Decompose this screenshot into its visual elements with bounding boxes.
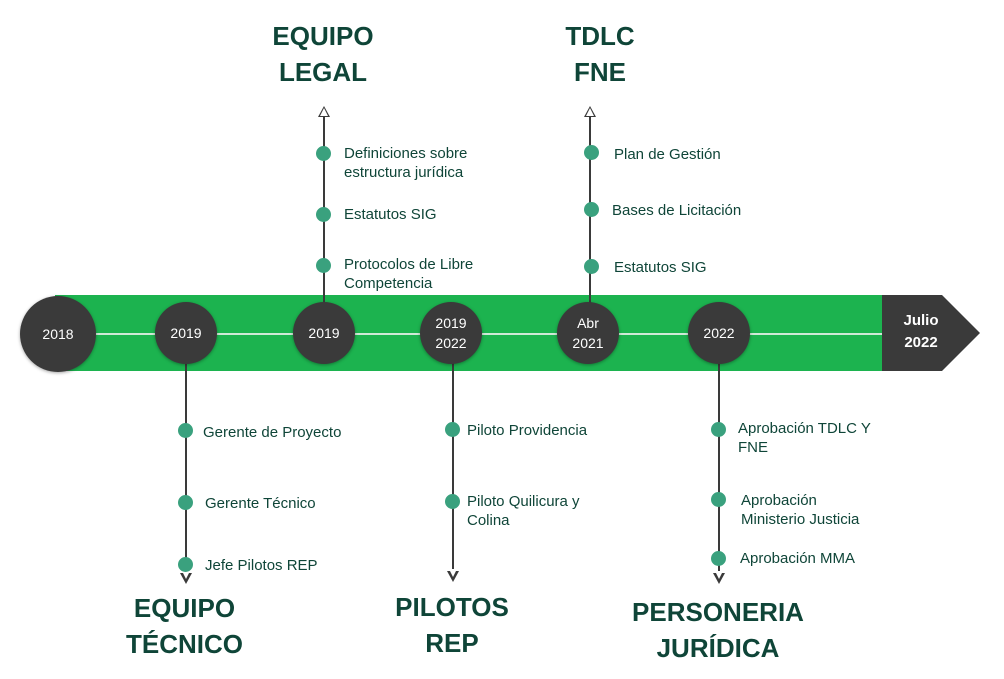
item-line: Protocolos de Libre [344, 256, 474, 273]
branch-item: Piloto Quilicura y Colina [467, 492, 580, 530]
heading-pilotos-rep: PILOTOS REP [382, 589, 522, 661]
item-line: Aprobación TDLC Y [738, 420, 871, 437]
heading-line: PERSONERIA [632, 597, 804, 627]
bullet-dot [711, 551, 726, 566]
heading-personeria-juridica: PERSONERIA JURÍDICA [618, 594, 818, 666]
item-line: Definiciones sobre [344, 145, 468, 162]
heading-tdlc-fne: TDLC FNE [550, 18, 650, 90]
branch-line-equipo-tecnico [185, 360, 187, 574]
arrow-down-icon [447, 569, 459, 582]
heading-line: TDLC [565, 21, 635, 51]
item-line: estructura jurídica [344, 164, 464, 181]
heading-equipo-legal: EQUIPO LEGAL [261, 18, 385, 90]
year-label: 2022 [703, 325, 735, 341]
arrow-down-icon [713, 571, 725, 584]
heading-line: EQUIPO [133, 593, 236, 623]
bullet-dot [711, 422, 726, 437]
end-label-line: Julio [903, 312, 939, 329]
year-node: 2019 2022 [420, 302, 482, 364]
item-line: Ministerio Justicia [741, 511, 860, 528]
item-line: FNE [738, 439, 768, 456]
bullet-dot [584, 202, 599, 217]
end-label-line: 2022 [904, 334, 938, 351]
bullet-dot [584, 145, 599, 160]
item-line: Jefe Pilotos REP [205, 557, 318, 574]
branch-item: Jefe Pilotos REP [205, 556, 318, 575]
bullet-dot [178, 557, 193, 572]
year-label: 2021 [572, 335, 604, 351]
bullet-dot [316, 146, 331, 161]
year-label: 2019 [308, 325, 340, 341]
branch-line-personeria-juridica [718, 360, 720, 574]
branch-item: Bases de Licitación [612, 201, 741, 220]
branch-item: Aprobación Ministerio Justicia [741, 491, 859, 529]
bullet-dot [711, 492, 726, 507]
bullet-dot [178, 495, 193, 510]
bullet-dot [316, 207, 331, 222]
item-line: Piloto Quilicura y [467, 493, 580, 510]
branch-item: Plan de Gestión [614, 145, 721, 164]
branch-item: Protocolos de Libre Competencia [344, 255, 473, 293]
branch-item: Aprobación TDLC Y FNE [738, 419, 871, 457]
heading-equipo-tecnico: EQUIPO TÉCNICO [112, 590, 257, 662]
year-label: 2019 [435, 315, 467, 331]
bullet-dot [445, 422, 460, 437]
item-line: Gerente de Proyecto [203, 424, 342, 441]
branch-item: Gerente Técnico [205, 494, 316, 513]
year-node: 2018 [20, 296, 96, 372]
item-line: Aprobación MMA [740, 550, 856, 567]
timeline-arrow-tip [942, 295, 980, 371]
year-label: 2019 [170, 325, 202, 341]
item-line: Estatutos SIG [614, 259, 707, 276]
arrow-down-icon [180, 571, 192, 584]
branch-item: Definiciones sobre estructura jurídica [344, 144, 467, 182]
branch-item: Aprobación MMA [740, 549, 855, 568]
year-label: 2018 [42, 326, 74, 342]
heading-line: PILOTOS [395, 592, 509, 622]
item-line: Competencia [344, 275, 433, 292]
branch-item: Estatutos SIG [614, 258, 707, 277]
year-label: Abr [577, 315, 599, 331]
timeline-end-label: Julio 2022 [884, 310, 958, 354]
bullet-dot [445, 494, 460, 509]
heading-line: EQUIPO [272, 21, 374, 51]
year-node: 2019 [293, 302, 355, 364]
branch-item: Piloto Providencia [467, 421, 587, 440]
bullet-dot [316, 258, 331, 273]
heading-line: FNE [574, 57, 626, 87]
arrow-up-icon [318, 106, 330, 117]
bullet-dot [178, 423, 193, 438]
year-node: 2022 [688, 302, 750, 364]
item-line: Aprobación [741, 492, 817, 509]
arrow-up-icon [584, 106, 596, 117]
branch-item: Gerente de Proyecto [203, 423, 341, 442]
item-line: Colina [467, 512, 510, 529]
heading-line: JURÍDICA [656, 633, 780, 663]
item-line: Gerente Técnico [205, 495, 316, 512]
timeline-arrow-head [882, 295, 942, 371]
item-line: Bases de Licitación [612, 202, 742, 219]
branch-item: Estatutos SIG [344, 205, 437, 224]
heading-line: LEGAL [278, 57, 368, 87]
bullet-dot [584, 259, 599, 274]
heading-line: TÉCNICO [126, 629, 243, 659]
heading-line: REP [425, 628, 479, 658]
item-line: Plan de Gestión [614, 146, 721, 163]
branch-line-pilotos-rep [452, 360, 454, 572]
item-line: Estatutos SIG [344, 206, 437, 223]
year-label: 2022 [435, 335, 467, 351]
item-line: Piloto Providencia [467, 422, 588, 439]
year-node: 2019 [155, 302, 217, 364]
year-node: Abr 2021 [557, 302, 619, 364]
